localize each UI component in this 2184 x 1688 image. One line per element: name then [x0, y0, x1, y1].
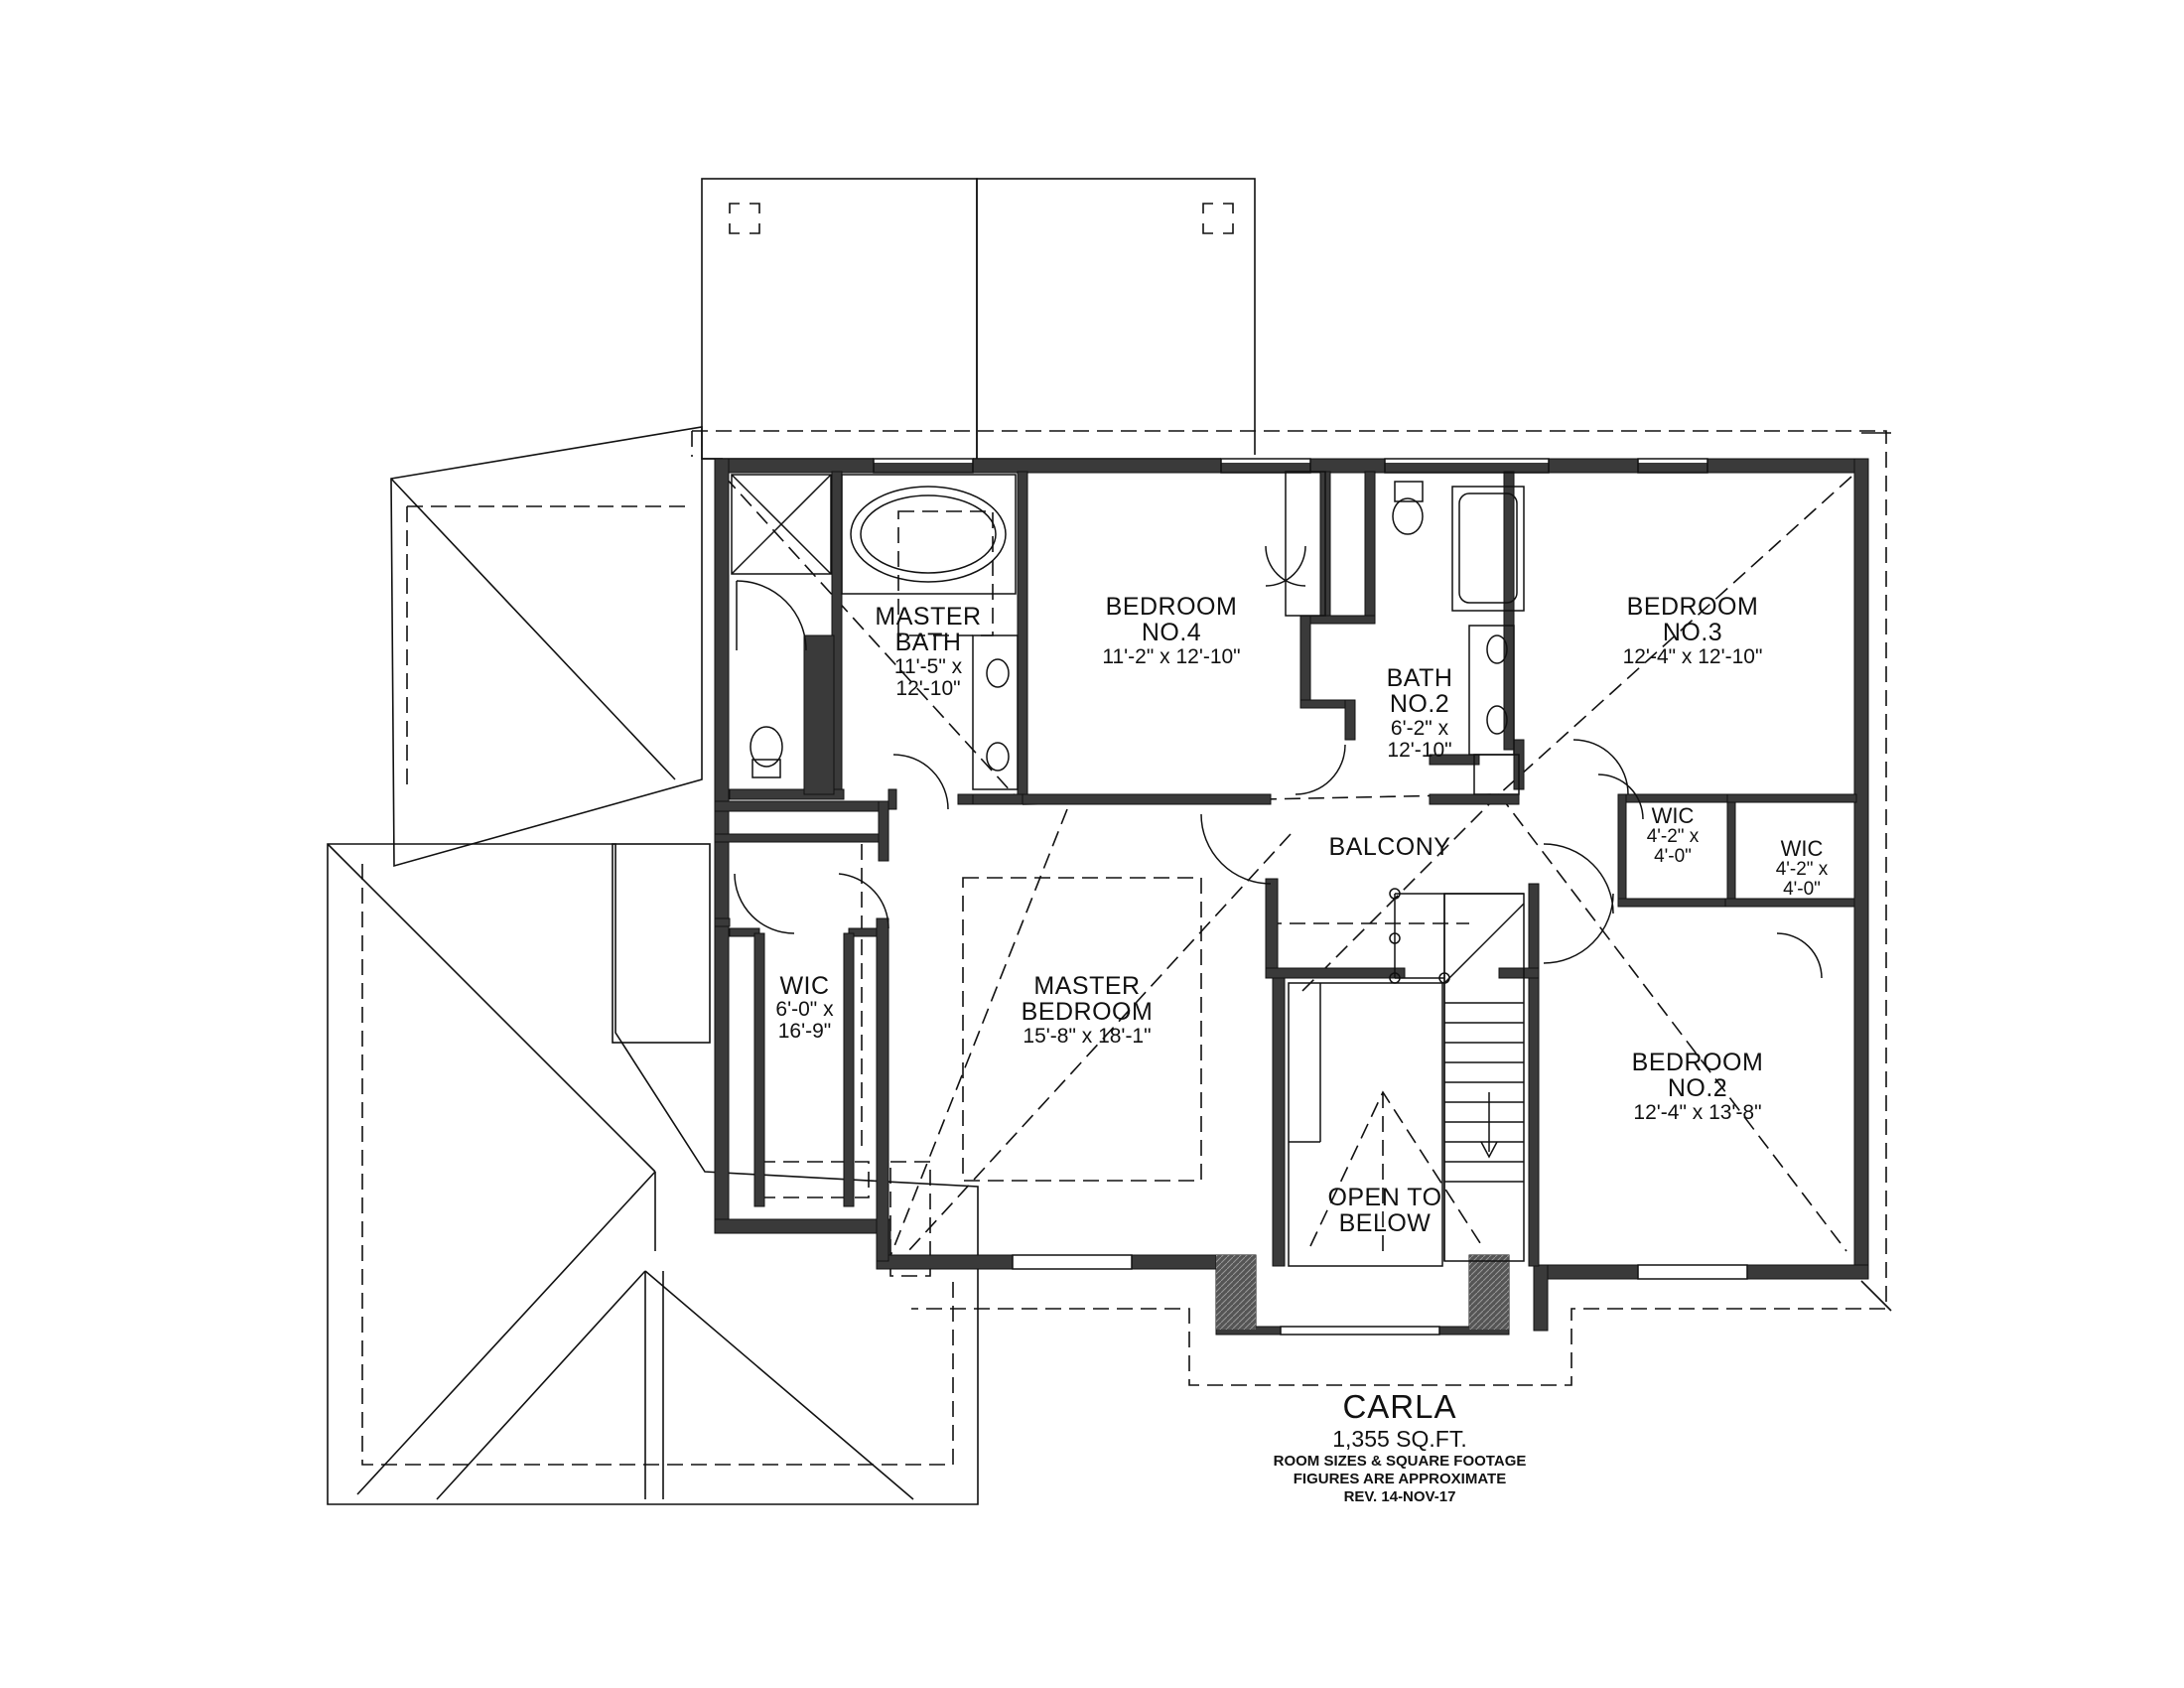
room-name: BATH	[894, 629, 962, 657]
room-master-bedroom: MASTER BEDROOM 15'-8" x 18'-1"	[968, 973, 1206, 1048]
room-name: BEDROOM	[1021, 998, 1154, 1027]
room-size: 11'-5" x	[893, 654, 963, 678]
toilet-bath2	[1392, 497, 1424, 535]
room-bedroom-4: BEDROOM NO.4 11'-2" x 12'-10"	[1052, 594, 1291, 668]
room-name: WIC	[1651, 803, 1695, 828]
room-name: BEDROOM	[1105, 593, 1238, 621]
room-size: 4'-0"	[1783, 879, 1821, 901]
tray-ceiling-master	[962, 877, 1202, 1182]
room-wic-master: WIC 6'-0" x 16'-9"	[743, 973, 867, 1043]
open-to-below-line2: BELOW	[1338, 1209, 1432, 1238]
title-block: CARLA 1,355 SQ.FT. ROOM SIZES & SQUARE F…	[1191, 1388, 1608, 1506]
disclaimer-line-2: FIGURES ARE APPROXIMATE	[1293, 1471, 1507, 1487]
room-name: MASTER	[1033, 972, 1141, 1000]
roof-outline	[327, 178, 1892, 1505]
model-name: CARLA	[1342, 1388, 1457, 1425]
front-porch-roof-left	[701, 178, 978, 460]
soaker-tub-deck	[841, 474, 1017, 595]
room-size: 15'-8" x 18'-1"	[1023, 1024, 1152, 1048]
room-name: WIC	[1780, 836, 1824, 861]
room-wic-bedroom-2: WIC 4'-2" x 4'-0"	[1752, 837, 1851, 900]
room-bedroom-2: BEDROOM NO.2 12'-4" x 13'-8"	[1578, 1050, 1817, 1124]
room-size: 16'-9"	[777, 1020, 832, 1044]
room-size: 4'-2" x	[1775, 859, 1829, 881]
room-size: 6'-2" x	[1390, 716, 1449, 740]
room-name: BALCONY	[1328, 833, 1451, 861]
tub-bath2	[1451, 486, 1525, 612]
dashed-overlay	[361, 430, 1887, 1466]
room-size: 12'-4" x 12'-10"	[1622, 644, 1763, 668]
corner-markers	[729, 203, 1234, 234]
open-to-below-line1: OPEN TO	[1327, 1184, 1442, 1211]
room-balcony: BALCONY	[1310, 833, 1469, 861]
door-swing	[736, 580, 807, 651]
room-name: MASTER	[875, 603, 982, 631]
room-name: NO.2	[1667, 1074, 1728, 1103]
square-footage: 1,355 SQ.FT.	[1332, 1426, 1467, 1452]
room-name: BEDROOM	[1631, 1049, 1764, 1076]
fixtures	[731, 455, 1823, 1336]
room-name: NO.3	[1662, 619, 1723, 647]
room-size: 12'-10"	[895, 676, 961, 700]
walls	[714, 458, 1869, 1336]
front-porch-roof-right	[976, 178, 1256, 460]
shower	[731, 474, 832, 575]
room-name: WIC	[779, 972, 830, 1000]
left-upper-roof	[390, 426, 703, 868]
room-size: 12'-4" x 13'-8"	[1633, 1100, 1762, 1124]
room-wic-bedroom-3: WIC 4'-2" x 4'-0"	[1618, 804, 1727, 867]
revision-date: REV. 14-NOV-17	[1343, 1488, 1456, 1505]
toilet-master	[750, 726, 783, 768]
room-name: BATH	[1386, 664, 1453, 692]
disclaimer-line-1: ROOM SIZES & SQUARE FOOTAGE	[1273, 1453, 1527, 1470]
left-lower-roof	[327, 843, 979, 1505]
room-bedroom-3: BEDROOM NO.3 12'-4" x 12'-10"	[1573, 594, 1812, 668]
room-size: 4'-0"	[1654, 846, 1692, 868]
room-size: 6'-0" x	[775, 998, 834, 1022]
room-name: NO.2	[1389, 690, 1450, 719]
room-size: 4'-2" x	[1646, 826, 1700, 848]
room-master-bath: MASTER BATH 11'-5" x 12'-10"	[859, 604, 998, 700]
room-name: BEDROOM	[1626, 593, 1759, 621]
soaker-tub	[850, 486, 1007, 583]
room-size: 12'-10"	[1387, 738, 1452, 762]
room-name: NO.4	[1141, 619, 1202, 647]
room-size: 11'-2" x 12'-10"	[1102, 644, 1241, 668]
room-bath-2: BATH NO.2 6'-2" x 12'-10"	[1365, 665, 1474, 762]
open-to-below: OPEN TO BELOW	[1300, 1185, 1469, 1237]
vanity-master	[972, 634, 1019, 790]
